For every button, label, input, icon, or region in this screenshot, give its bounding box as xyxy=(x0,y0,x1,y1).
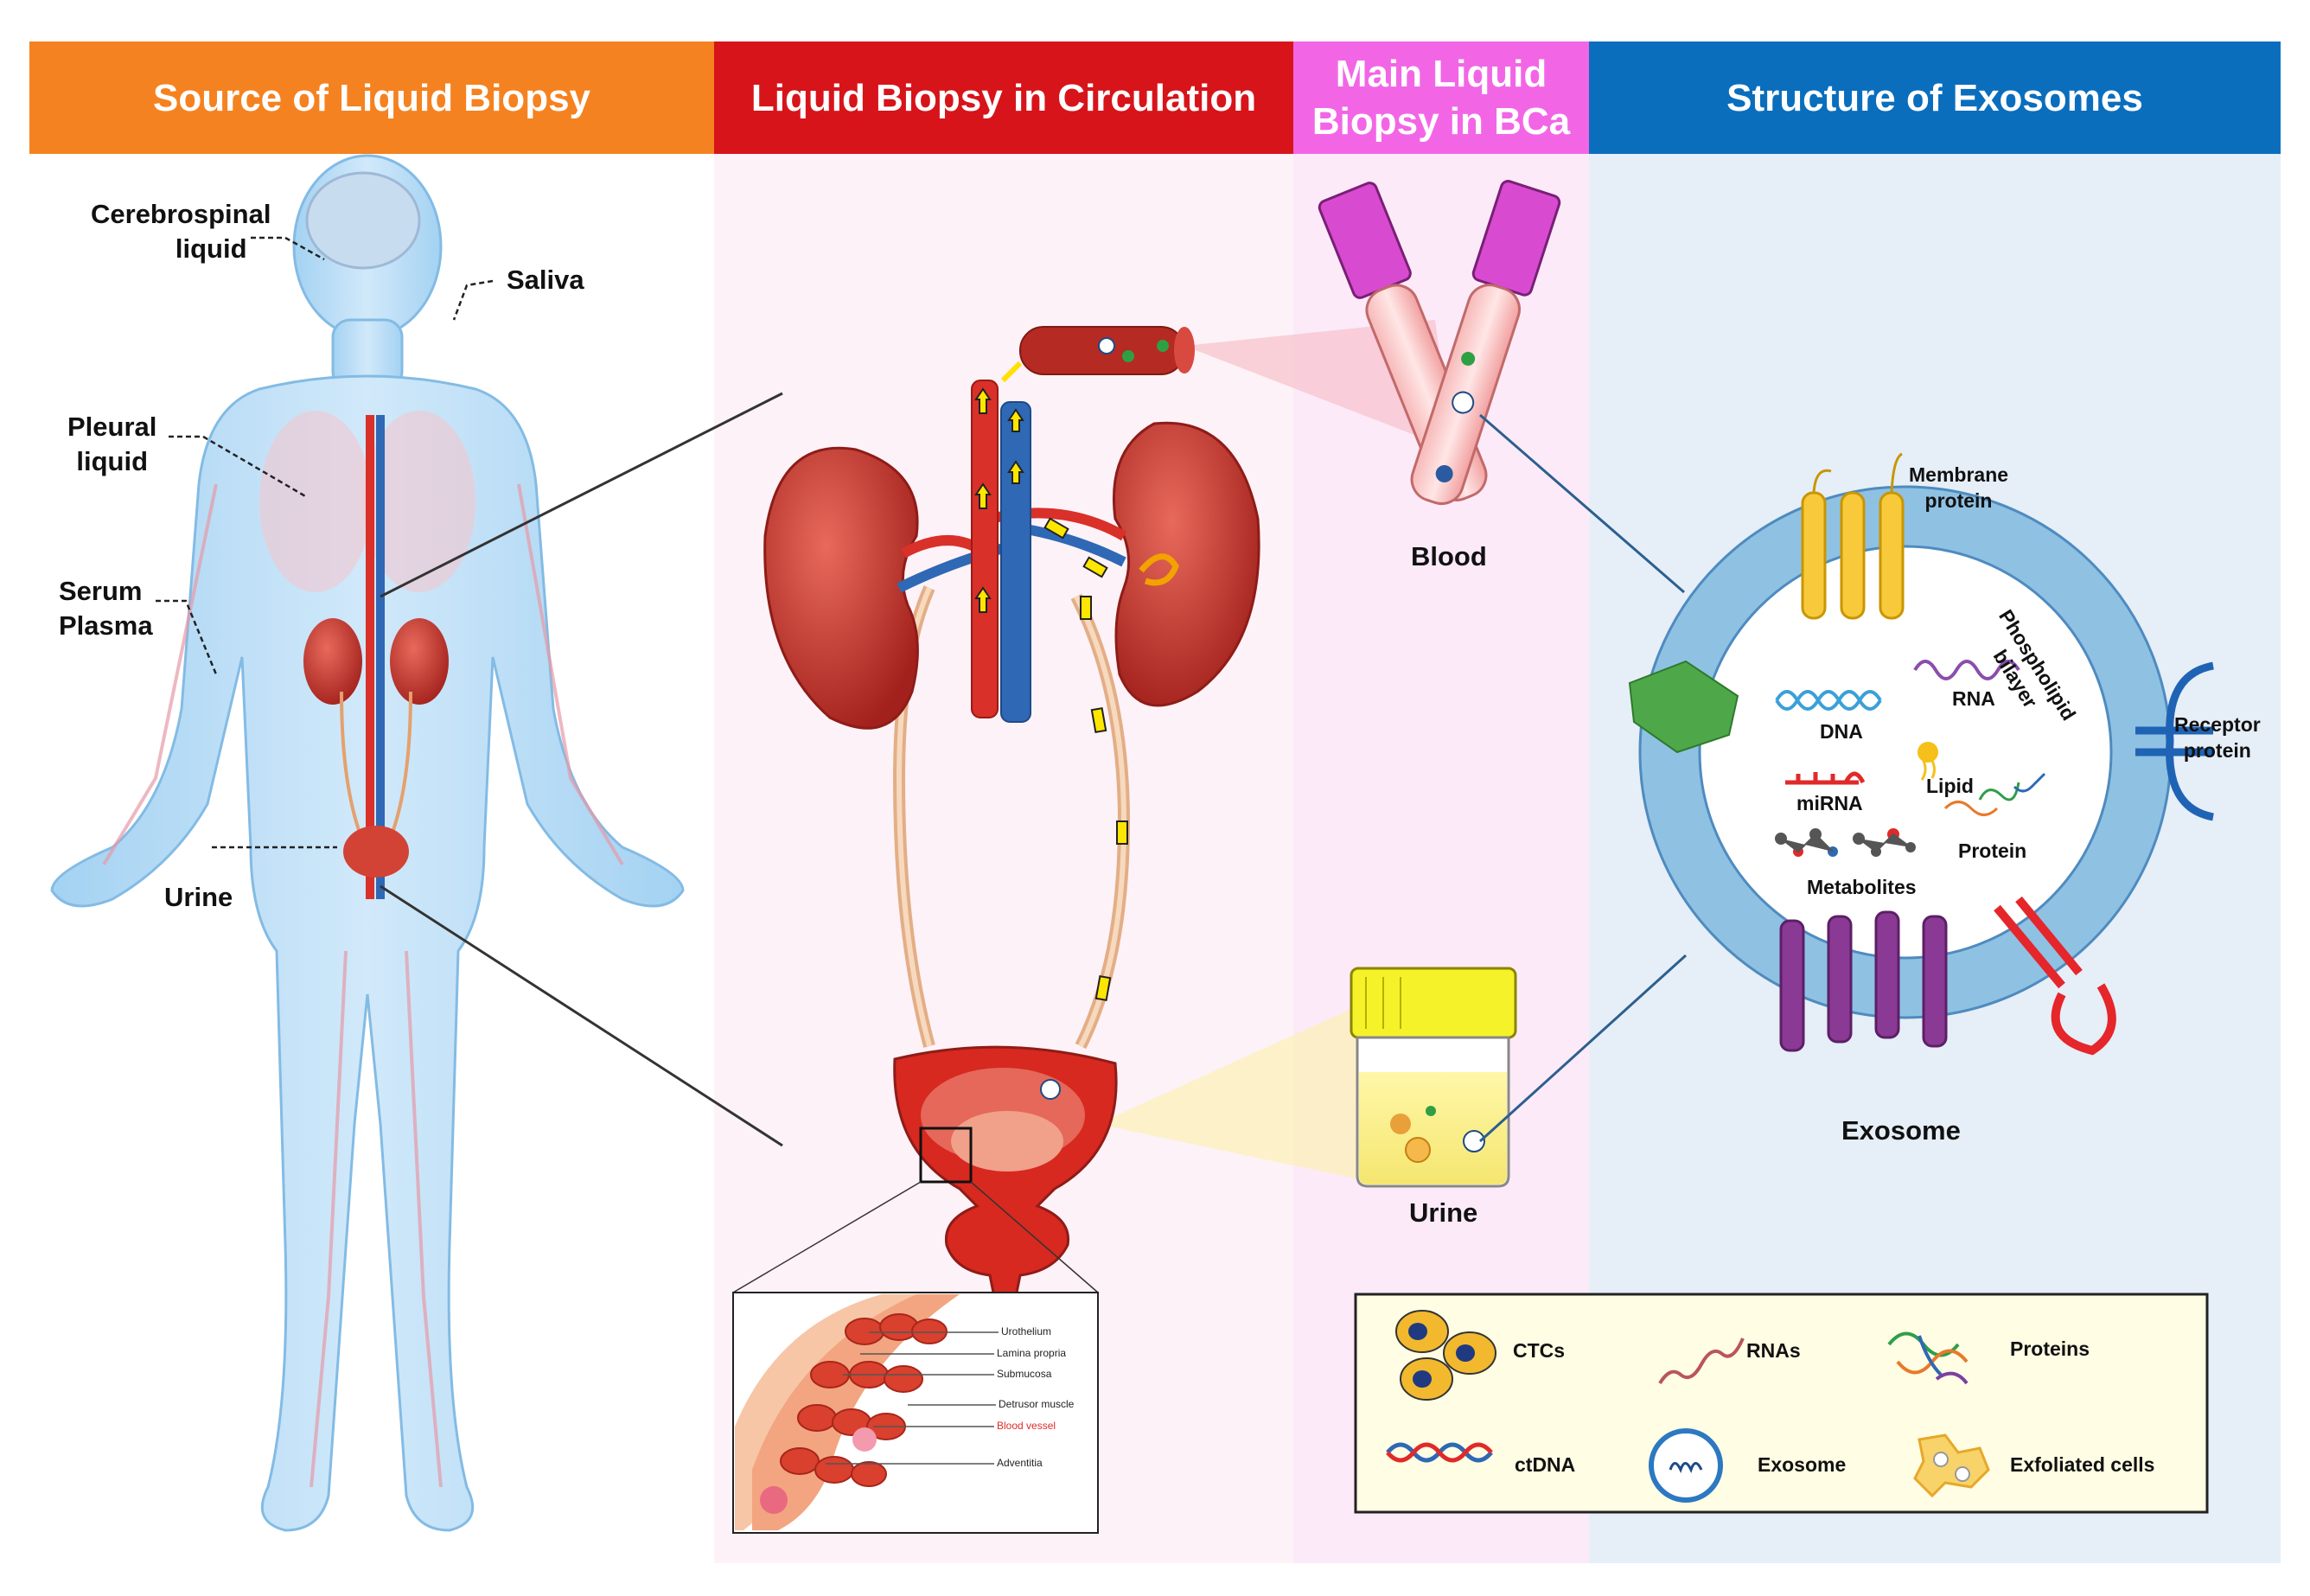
label-saliva: Saliva xyxy=(507,265,584,295)
circulation-header-text: Liquid Biopsy in Circulation xyxy=(750,76,1257,119)
zoom-line-lower xyxy=(380,884,783,1147)
label-cerebrospinal: Cerebrospinal liquid xyxy=(91,197,271,267)
bladder-zoom-box xyxy=(919,1127,973,1184)
circulation-header: Liquid Biopsy in Circulation xyxy=(714,41,1293,154)
body-kidney-left xyxy=(303,618,362,705)
body-ureters xyxy=(340,691,412,831)
label-serum-line2: Plasma xyxy=(59,610,153,642)
legend-ctcs-icon xyxy=(1395,1310,1496,1401)
lung-right xyxy=(363,411,475,592)
lung-left xyxy=(259,411,372,592)
label-lamina-propria: Lamina propria xyxy=(997,1347,1067,1359)
blood-tube-right xyxy=(1410,180,1561,505)
label-lipid: Lipid xyxy=(1926,775,1974,797)
vena-cava xyxy=(1000,401,1031,723)
membrane-protein-yellow xyxy=(1801,452,1905,620)
label-pleural-line1: Pleural xyxy=(67,412,157,442)
urine-projection xyxy=(1098,994,1383,1184)
main-biopsy-header: Main Liquid Biopsy in BCa xyxy=(1293,41,1589,154)
legend-box xyxy=(1354,1293,2209,1514)
label-membrane-protein-line1: Membrane xyxy=(1909,463,2009,486)
legend-exfoliated-label: Exfoliated cells xyxy=(2010,1453,2155,1476)
structure-header-text: Structure of Exosomes xyxy=(1726,76,2143,119)
brain xyxy=(305,171,421,270)
legend-rnas-icon xyxy=(1658,1337,1745,1385)
label-membrane-protein: Membrane protein xyxy=(1909,463,2008,514)
body-aorta xyxy=(366,415,374,899)
label-receptor-line2: protein xyxy=(2183,738,2251,762)
urine-to-exosome-line xyxy=(1478,954,1688,1143)
label-receptor-line1: Receptor xyxy=(2174,713,2261,736)
dna-helix xyxy=(1775,690,1882,711)
label-exosome: Exosome xyxy=(1841,1115,1961,1146)
legend-ctcs-label: CTCs xyxy=(1513,1339,1566,1362)
rna-strand xyxy=(1913,660,2020,680)
label-serum-line1: Serum xyxy=(59,576,143,606)
blood-to-exosome-line xyxy=(1479,413,1685,594)
urine-container xyxy=(1350,967,1517,1188)
legend-exfoliated-cells-icon xyxy=(1913,1433,1990,1498)
flow-arrows xyxy=(974,387,1128,1002)
receptor-protein-shape xyxy=(2135,661,2214,821)
label-urine-body: Urine xyxy=(164,882,233,912)
zoom-line-upper xyxy=(380,392,783,598)
bladder-layer-leaders xyxy=(826,1331,999,1465)
main-biopsy-header-line2: Biopsy in BCa xyxy=(1311,100,1571,143)
metabolites-molecules xyxy=(1775,828,1916,857)
label-cerebrospinal-line1: Cerebrospinal xyxy=(91,199,271,229)
structure-header: Structure of Exosomes xyxy=(1589,41,2281,154)
legend-rnas-label: RNAs xyxy=(1746,1339,1801,1362)
label-detrusor-muscle: Detrusor muscle xyxy=(999,1398,1075,1410)
body-vessels xyxy=(102,483,624,1488)
kidney-right xyxy=(1112,421,1260,707)
label-blood-sample: Blood xyxy=(1411,541,1487,571)
label-mirna: miRNA xyxy=(1796,792,1863,814)
label-serum-plasma: Serum Plasma xyxy=(59,574,153,644)
label-metabolites: Metabolites xyxy=(1807,876,1917,898)
label-urine-sample: Urine xyxy=(1409,1197,1478,1228)
label-membrane-protein-line2: protein xyxy=(1924,488,1993,512)
source-header: Source of Liquid Biopsy xyxy=(29,41,714,154)
label-blood-vessel: Blood vessel xyxy=(997,1420,1056,1432)
membrane-protein-purple xyxy=(1779,910,1948,1052)
legend-ctdna-label: ctDNA xyxy=(1515,1453,1576,1476)
label-adventitia: Adventitia xyxy=(997,1457,1043,1469)
membrane-hexagon-protein xyxy=(1628,660,1739,754)
kidney-left xyxy=(763,446,919,730)
source-header-text: Source of Liquid Biopsy xyxy=(152,76,591,119)
protein-structure xyxy=(1943,772,2046,816)
label-pleural: Pleural liquid xyxy=(67,410,156,480)
legend-exosome-label: Exosome xyxy=(1758,1453,1847,1476)
body-kidney-right xyxy=(390,618,449,705)
body-label-leaders xyxy=(156,236,494,849)
exosome-lumen xyxy=(1698,545,2113,960)
detrusor-muscle-bundles xyxy=(780,1313,948,1487)
label-protein: Protein xyxy=(1958,839,2027,862)
label-dna: DNA xyxy=(1820,720,1863,743)
main-biopsy-header-line1: Main Liquid xyxy=(1335,53,1547,95)
legend-proteins-icon xyxy=(1887,1331,1969,1385)
label-rna: RNA xyxy=(1952,687,1995,710)
membrane-red-receptor xyxy=(1994,896,2116,1056)
legend-ctdna-icon xyxy=(1386,1442,1493,1463)
legend-exosome-icon xyxy=(1649,1428,1723,1503)
label-submucosa: Submucosa xyxy=(997,1368,1052,1380)
body-bladder xyxy=(343,826,409,878)
body-vena-cava xyxy=(376,415,385,899)
kidney-return-arrow xyxy=(1139,553,1179,586)
label-urothelium: Urothelium xyxy=(1001,1325,1052,1337)
aorta xyxy=(971,380,999,718)
label-pleural-line2: liquid xyxy=(76,446,149,477)
label-cerebrospinal-line2: liquid xyxy=(175,233,247,265)
mirna-hairpin xyxy=(1785,771,1866,785)
label-receptor-protein: Receptor protein xyxy=(2174,712,2261,764)
legend-proteins-label: Proteins xyxy=(2010,1337,2090,1360)
lipid-molecule xyxy=(1918,742,1938,781)
